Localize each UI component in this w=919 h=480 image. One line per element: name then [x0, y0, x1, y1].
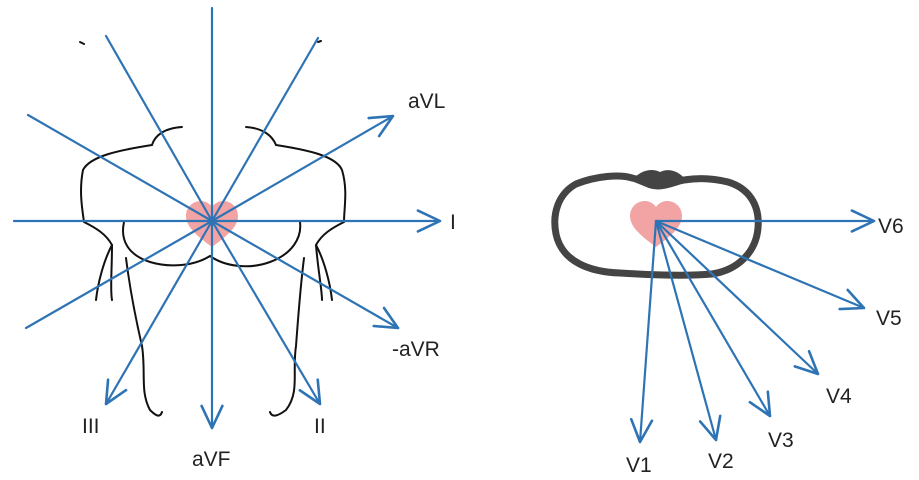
lead-label-avf: aVF [192, 448, 231, 471]
lead-vector-v4 [654, 219, 820, 376]
lead-vector-avl [210, 114, 395, 223]
body-silhouette [79, 40, 347, 417]
lead-vector-ii [210, 219, 322, 406]
left-arm-outline [110, 244, 113, 301]
lead-vector-v3 [654, 219, 772, 418]
lead-label-v1: V1 [626, 454, 652, 477]
torso-left-outline [125, 257, 163, 417]
limb-lead-panel: aVL I -aVR II aVF III [12, 6, 456, 471]
chest-outline [122, 221, 302, 268]
lead-label-v5: V5 [876, 307, 902, 330]
neck-mark [79, 41, 85, 45]
axis-upper-left-shallow [26, 113, 214, 223]
lead-label-v6: V6 [878, 215, 904, 238]
shoulder-outline-right [245, 126, 347, 301]
lead-label-ii: II [314, 415, 326, 438]
axis-upper-left-steep [104, 34, 214, 223]
neck-mark-right [317, 40, 322, 43]
torso-right-outline [269, 257, 305, 417]
lead-vector-v2 [654, 219, 722, 442]
lead-label-i: I [450, 211, 456, 234]
lead-label-iii: III [82, 415, 100, 438]
axis-upper-right-steep [210, 36, 320, 223]
axis-lower-left-shallow [24, 219, 214, 330]
lead-label-minus-avr: -aVR [392, 338, 440, 361]
lead-label-v3: V3 [768, 429, 794, 452]
shoulder-outline [80, 126, 183, 301]
chest-lead-panel: V1 V2 V3 V4 V5 V6 [551, 170, 904, 477]
lead-label-avl: aVL [408, 90, 445, 113]
lead-label-v4: V4 [826, 385, 852, 408]
lead-vector-minus-avr [210, 219, 400, 330]
lead-vector-iii [104, 219, 214, 406]
lead-vector-v5 [654, 219, 866, 311]
lead-label-v2: V2 [708, 450, 734, 473]
spine-mark [634, 170, 686, 188]
right-arm-outline [315, 244, 323, 301]
lead-vector-v1 [629, 219, 658, 444]
